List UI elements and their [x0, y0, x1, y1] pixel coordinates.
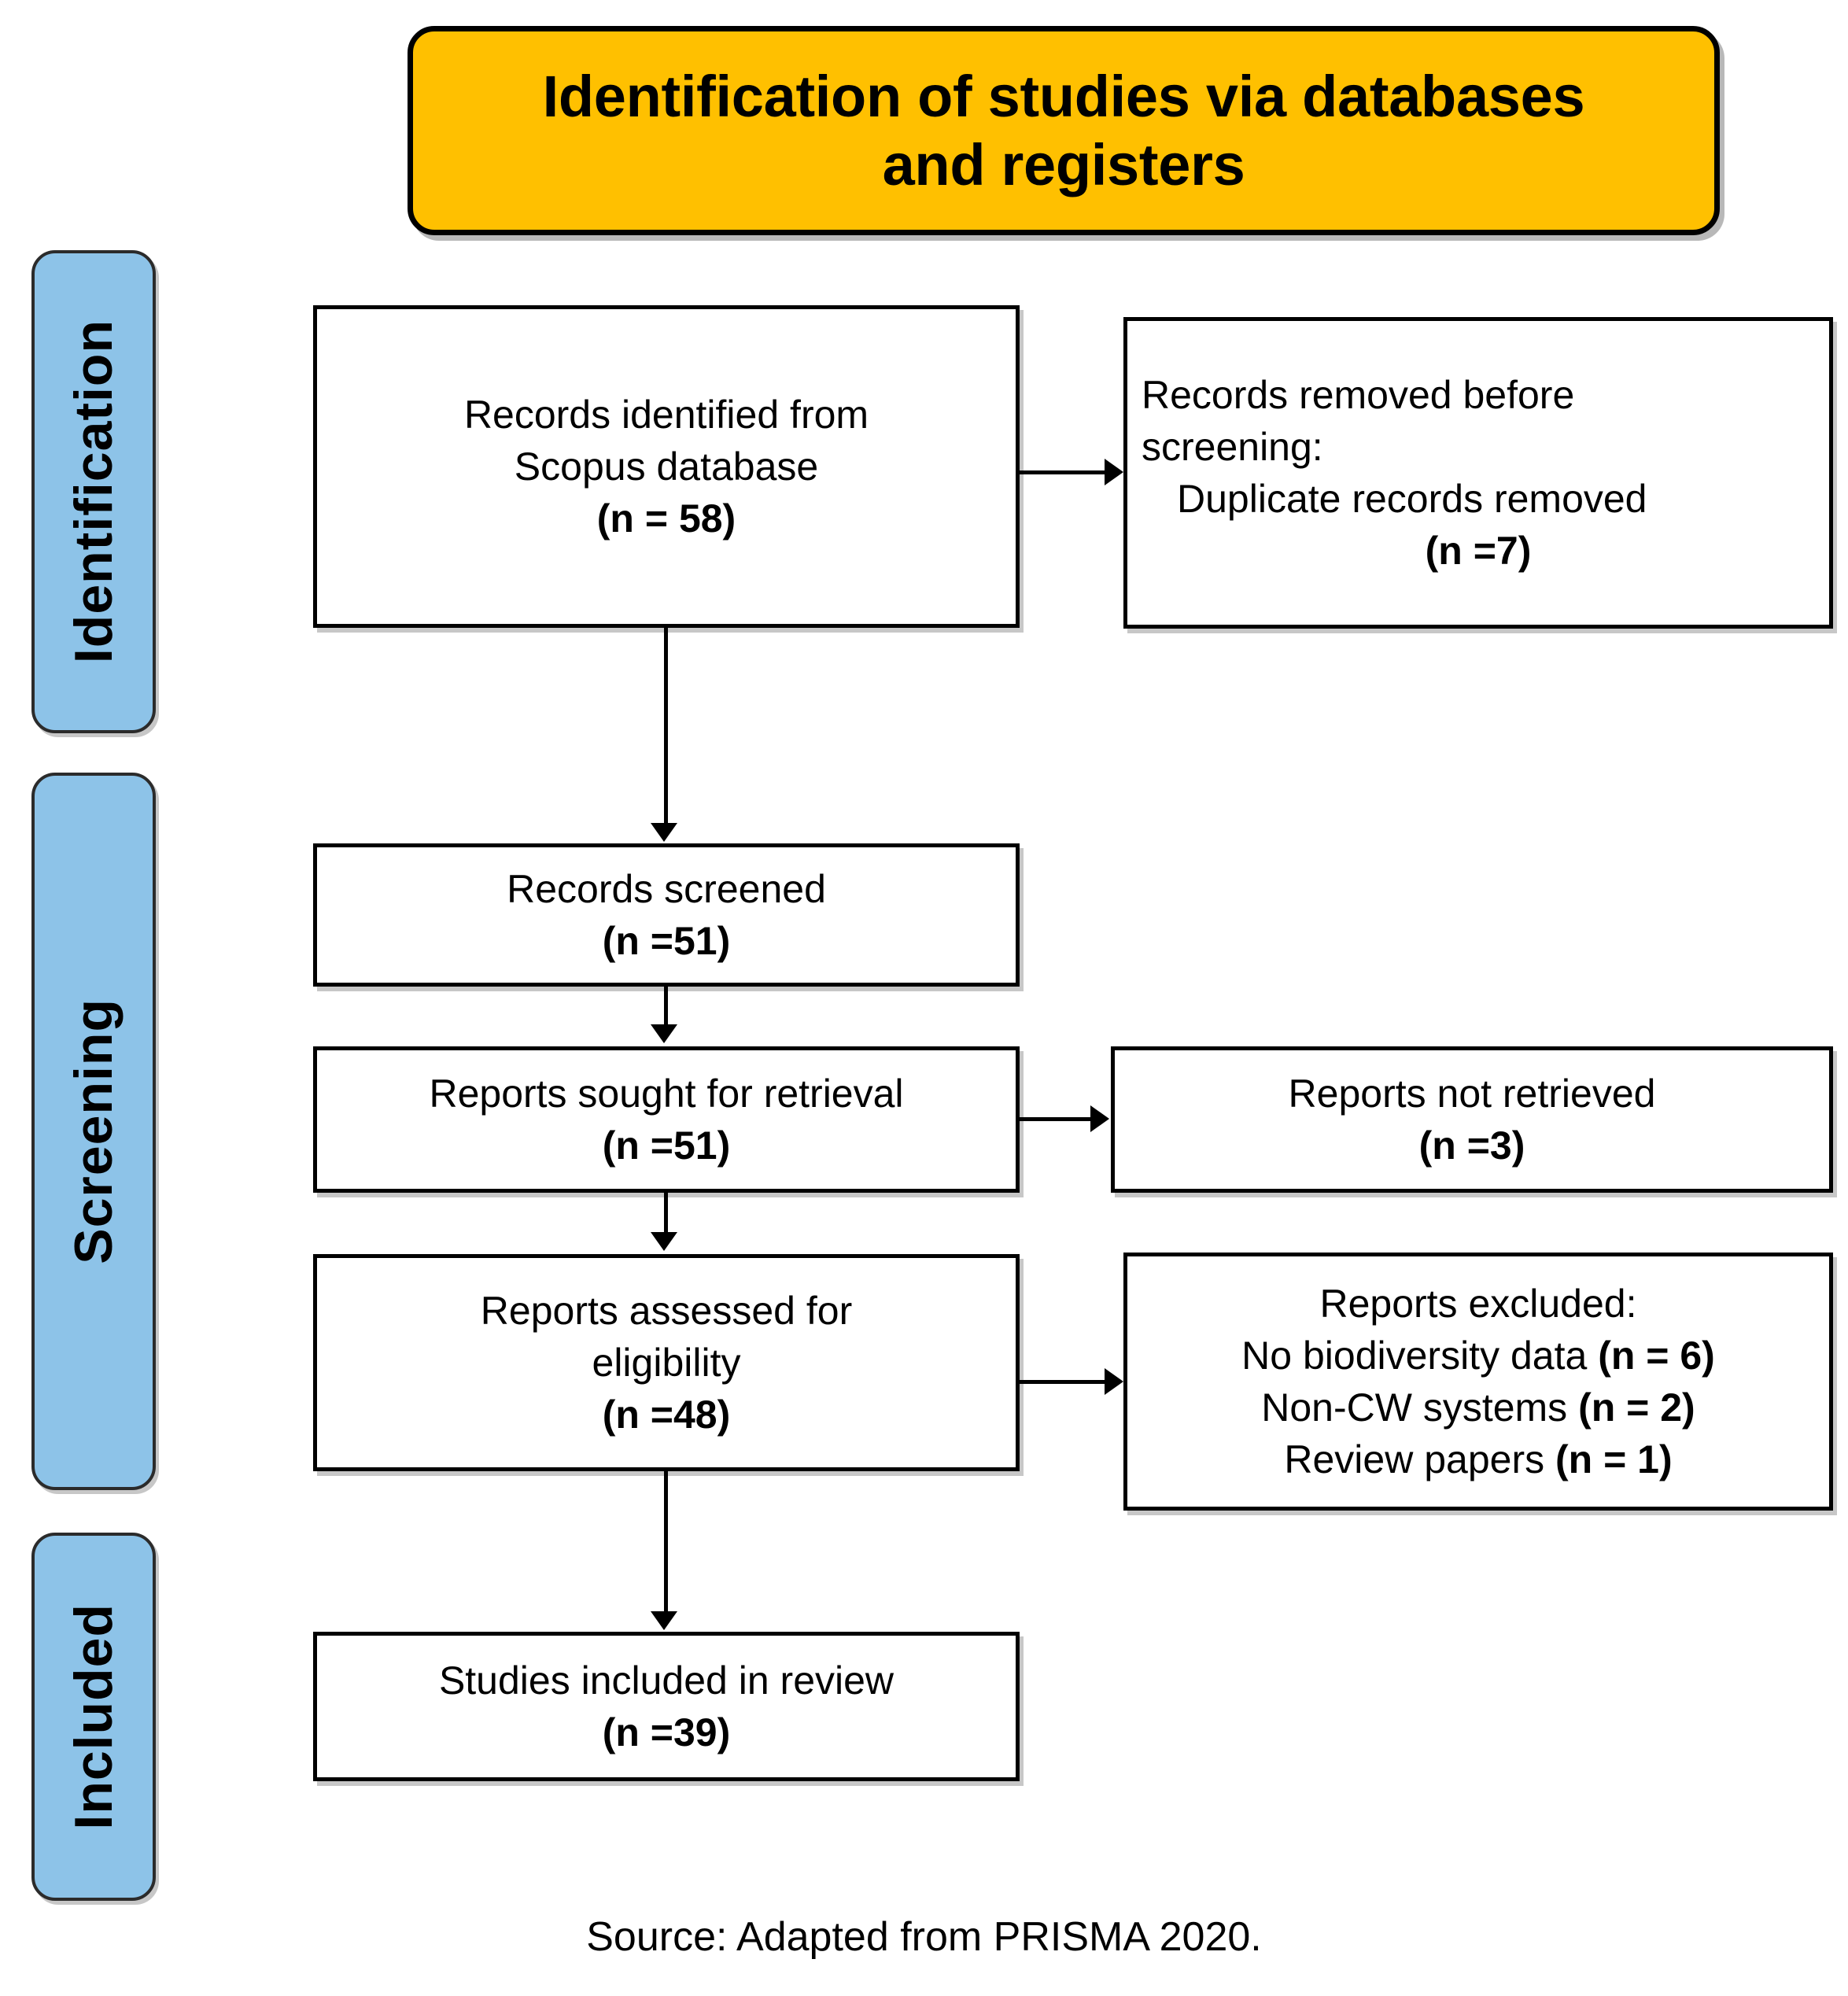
node-records-removed-count: (n =7)	[1425, 529, 1532, 573]
node-reports-sought-count: (n =51)	[602, 1123, 731, 1168]
node-studies-included-count: (n =39)	[602, 1710, 731, 1754]
connector-identified-to-removed-line	[1020, 470, 1106, 474]
node-reports-assessed-count: (n =48)	[602, 1393, 731, 1437]
node-reports-excluded: Reports excluded: No biodiversity data (…	[1123, 1253, 1833, 1511]
diagram-title-line1: Identification of studies via databases	[542, 63, 1585, 129]
connector-sought-to-not-retrieved-arrowhead-icon	[1090, 1105, 1109, 1132]
node-records-identified-count: (n = 58)	[596, 496, 736, 541]
node-reports-assessed-text: Reports assessed for eligibility (n =48)	[467, 1277, 866, 1448]
connector-screened-to-sought-arrowhead-icon	[651, 1024, 677, 1043]
diagram-title: Identification of studies via databases …	[543, 62, 1585, 200]
connector-assessed-to-excluded-arrowhead-icon	[1105, 1368, 1123, 1395]
node-reports-not-retrieved: Reports not retrieved (n =3)	[1111, 1046, 1833, 1193]
node-reports-not-retrieved-count: (n =3)	[1418, 1123, 1525, 1168]
node-reports-not-retrieved-line1: Reports not retrieved	[1288, 1072, 1656, 1116]
diagram-title-line2: and registers	[882, 132, 1245, 197]
connector-identified-to-screened-arrowhead-icon	[651, 823, 677, 842]
node-studies-included-text: Studies included in review (n =39)	[425, 1647, 908, 1766]
node-studies-included: Studies included in review (n =39)	[313, 1632, 1020, 1781]
stage-label-included-text: Included	[64, 1603, 124, 1830]
node-reports-excluded-reason2: Non-CW systems	[1261, 1385, 1579, 1430]
connector-identified-to-screened-line	[664, 628, 668, 825]
connector-sought-to-not-retrieved-line	[1020, 1117, 1092, 1121]
node-records-identified-line1: Records identified from	[463, 393, 869, 437]
connector-screened-to-sought-line	[664, 987, 668, 1026]
node-records-screened: Records screened (n =51)	[313, 843, 1020, 987]
node-records-removed: Records removed before screening: Duplic…	[1123, 317, 1833, 629]
node-records-removed-line3: Duplicate records removed	[1177, 477, 1647, 521]
stage-label-identification: Identification	[31, 250, 156, 733]
connector-assessed-to-excluded-line	[1020, 1380, 1106, 1384]
node-reports-excluded-reason3: Review papers	[1284, 1437, 1555, 1481]
node-reports-assessed-line2: eligibility	[592, 1341, 741, 1385]
node-reports-not-retrieved-text: Reports not retrieved (n =3)	[1274, 1060, 1670, 1179]
node-reports-excluded-line1: Reports excluded:	[1319, 1282, 1637, 1326]
node-records-identified-line2: Scopus database	[514, 445, 819, 489]
node-records-removed-line2: screening:	[1142, 425, 1323, 469]
connector-assessed-to-included-line	[664, 1471, 668, 1613]
node-records-identified: Records identified from Scopus database …	[313, 305, 1020, 628]
stage-label-identification-text: Identification	[64, 319, 124, 664]
node-reports-excluded-reason3-count: (n = 1)	[1555, 1437, 1673, 1481]
node-records-screened-text: Records screened (n =51)	[492, 855, 840, 975]
node-records-removed-line1: Records removed before	[1142, 373, 1575, 417]
node-records-screened-count: (n =51)	[602, 919, 731, 963]
node-reports-excluded-text: Reports excluded: No biodiversity data (…	[1227, 1270, 1729, 1493]
connector-sought-to-assessed-line	[664, 1193, 668, 1234]
node-reports-sought: Reports sought for retrieval (n =51)	[313, 1046, 1020, 1193]
node-reports-sought-text: Reports sought for retrieval (n =51)	[415, 1060, 917, 1179]
node-records-removed-text: Records removed before screening: Duplic…	[1127, 361, 1829, 585]
node-reports-assessed-line1: Reports assessed for	[480, 1289, 853, 1333]
node-reports-excluded-reason1-count: (n = 6)	[1598, 1334, 1715, 1378]
node-records-identified-text: Records identified from Scopus database …	[450, 381, 883, 552]
node-reports-sought-line1: Reports sought for retrieval	[429, 1072, 904, 1116]
connector-sought-to-assessed-arrowhead-icon	[651, 1232, 677, 1251]
source-note: Source: Adapted from PRISMA 2020.	[586, 1914, 1262, 1960]
connector-assessed-to-included-arrowhead-icon	[651, 1611, 677, 1630]
diagram-header-banner: Identification of studies via databases …	[408, 26, 1720, 235]
node-reports-assessed: Reports assessed for eligibility (n =48)	[313, 1254, 1020, 1471]
connector-identified-to-removed-arrowhead-icon	[1105, 459, 1123, 485]
node-reports-excluded-reason1: No biodiversity data	[1241, 1334, 1599, 1378]
stage-label-screening-text: Screening	[64, 998, 124, 1264]
stage-label-screening: Screening	[31, 773, 156, 1490]
stage-label-included: Included	[31, 1533, 156, 1901]
node-studies-included-line1: Studies included in review	[438, 1658, 894, 1703]
node-records-screened-line1: Records screened	[507, 867, 826, 911]
node-reports-excluded-reason2-count: (n = 2)	[1578, 1385, 1695, 1430]
